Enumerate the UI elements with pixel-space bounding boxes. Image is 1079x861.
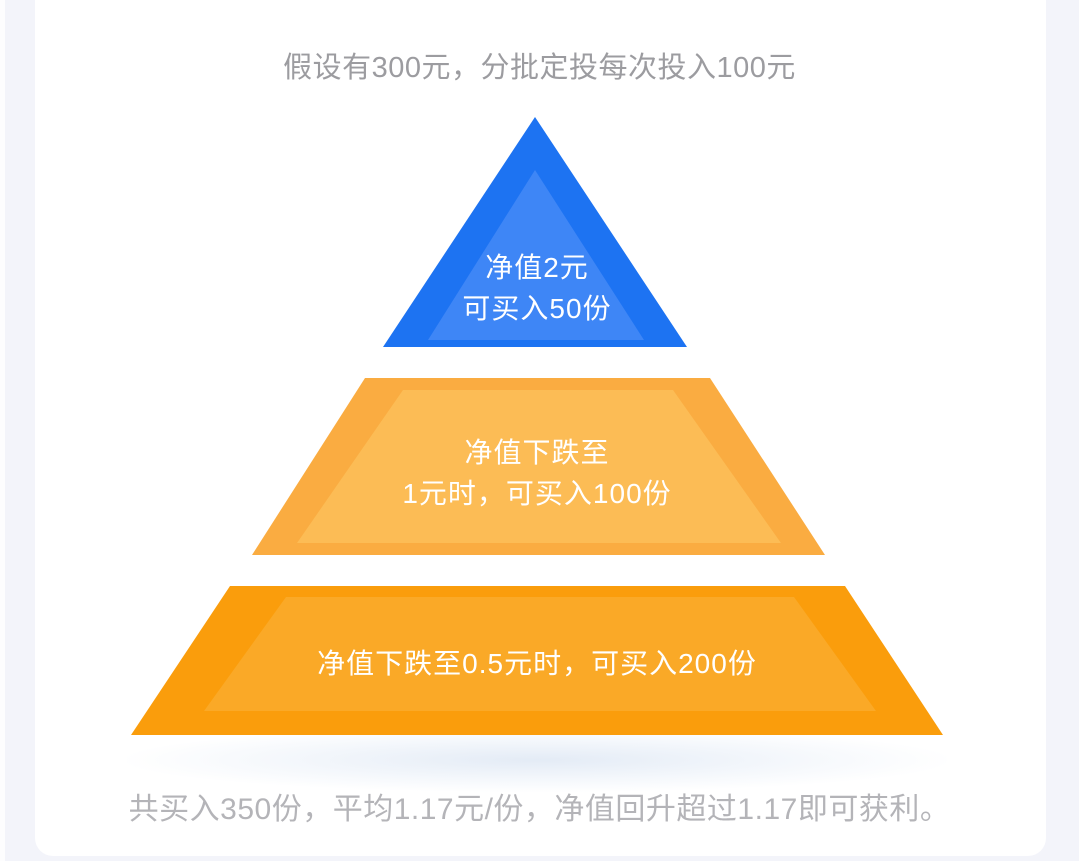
pyramid-tier-middle-inner-highlight — [297, 390, 781, 543]
tier-top-label-line1: 净值2元 — [485, 252, 589, 283]
footer-summary: 共买入350份，平均1.17元/份，净值回升超过1.17即可获利。 — [128, 793, 951, 826]
left-edge-sliver — [0, 0, 5, 861]
pyramid-tier-bottom-inner-highlight — [204, 597, 876, 711]
tier-middle-label-line2: 1元时，可买入100份 — [402, 478, 672, 509]
pyramid-tier-top-inner-highlight — [428, 170, 644, 340]
header-title: 假设有300元，分批定投每次投入100元 — [283, 52, 796, 84]
tier-bottom-label-line1: 净值下跌至0.5元时，可买入200份 — [317, 648, 757, 679]
tier-middle-label-line1: 净值下跌至 — [464, 437, 610, 468]
tier-top-label-line2: 可买入50份 — [462, 293, 612, 324]
pyramid-shadow — [127, 728, 947, 792]
